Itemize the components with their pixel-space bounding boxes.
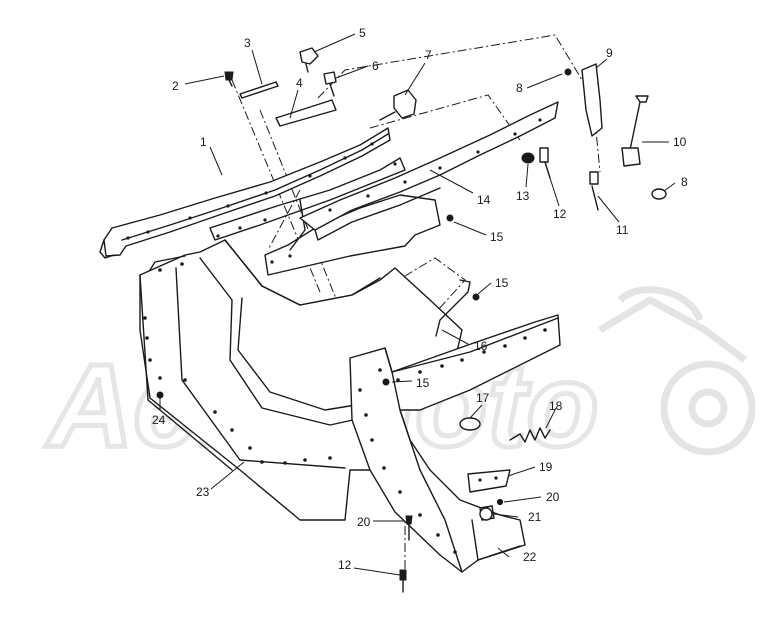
watermark-motorcycle-icon — [598, 286, 756, 456]
callout-3: 3 — [244, 36, 251, 50]
part-15-screws — [382, 214, 480, 386]
part-7-latch — [379, 89, 417, 121]
part-14-holes — [216, 162, 397, 264]
callout-15-lower: 15 — [416, 376, 430, 390]
callout-10: 10 — [673, 135, 687, 149]
part-14-rail-holes — [328, 118, 542, 212]
part-2-fastener — [224, 71, 234, 87]
part-17-plug — [459, 417, 481, 431]
callout-5: 5 — [359, 26, 366, 40]
callout-23: 23 — [196, 485, 210, 499]
part-10-link-rod — [621, 95, 649, 167]
callout-2: 2 — [172, 79, 179, 93]
part-6-bolt — [323, 71, 337, 97]
callout-12-upper: 12 — [553, 207, 567, 221]
callout-15-middle: 15 — [495, 276, 509, 290]
callout-20-right: 20 — [546, 490, 560, 504]
callout-9: 9 — [606, 46, 613, 60]
callout-14: 14 — [477, 193, 491, 207]
callout-22: 22 — [523, 550, 537, 564]
part-19-hinge-plate — [467, 469, 511, 493]
callout-labels: 1 2 3 4 5 6 7 8 9 10 8 11 12 13 14 15 15… — [152, 26, 688, 572]
part-16-bracket — [435, 279, 471, 337]
part-11-pin — [589, 171, 599, 211]
leader-lines — [159, 33, 676, 576]
part-1-frame-rail — [99, 127, 391, 259]
callout-19: 19 — [539, 460, 553, 474]
part-22-holes — [358, 328, 547, 554]
callout-12-lower: 12 — [338, 558, 352, 572]
part-22-side-rail — [349, 314, 561, 573]
part-18-spring — [509, 427, 551, 443]
callout-13: 13 — [516, 189, 530, 203]
callout-8-upper: 8 — [516, 81, 523, 95]
part-8-nuts — [564, 68, 667, 200]
part-14-rail — [299, 101, 559, 241]
callout-15-upper: 15 — [490, 230, 504, 244]
callout-6: 6 — [372, 59, 379, 73]
part-5-cap — [299, 47, 319, 73]
part-4-bracket — [275, 99, 337, 127]
callout-4: 4 — [296, 76, 303, 90]
part-24-screw — [156, 391, 164, 399]
part-20-21-hardware — [405, 498, 504, 541]
callout-17: 17 — [476, 391, 490, 405]
callout-1: 1 — [200, 135, 207, 149]
callout-11: 11 — [616, 223, 629, 237]
callout-7: 7 — [425, 48, 432, 62]
callout-18: 18 — [549, 399, 563, 413]
callout-21: 21 — [528, 510, 542, 524]
part-3-strip — [239, 81, 279, 99]
part-23-holes — [143, 262, 332, 465]
part-12-13-hardware — [521, 147, 551, 179]
callout-24: 24 — [152, 413, 166, 427]
part-1-holes — [126, 142, 374, 240]
part-12-lower-fastener — [399, 569, 407, 593]
callout-20-left: 20 — [357, 515, 371, 529]
callout-8-lower: 8 — [681, 175, 688, 189]
part-9-bracket — [581, 63, 603, 137]
callout-16: 16 — [474, 339, 488, 353]
